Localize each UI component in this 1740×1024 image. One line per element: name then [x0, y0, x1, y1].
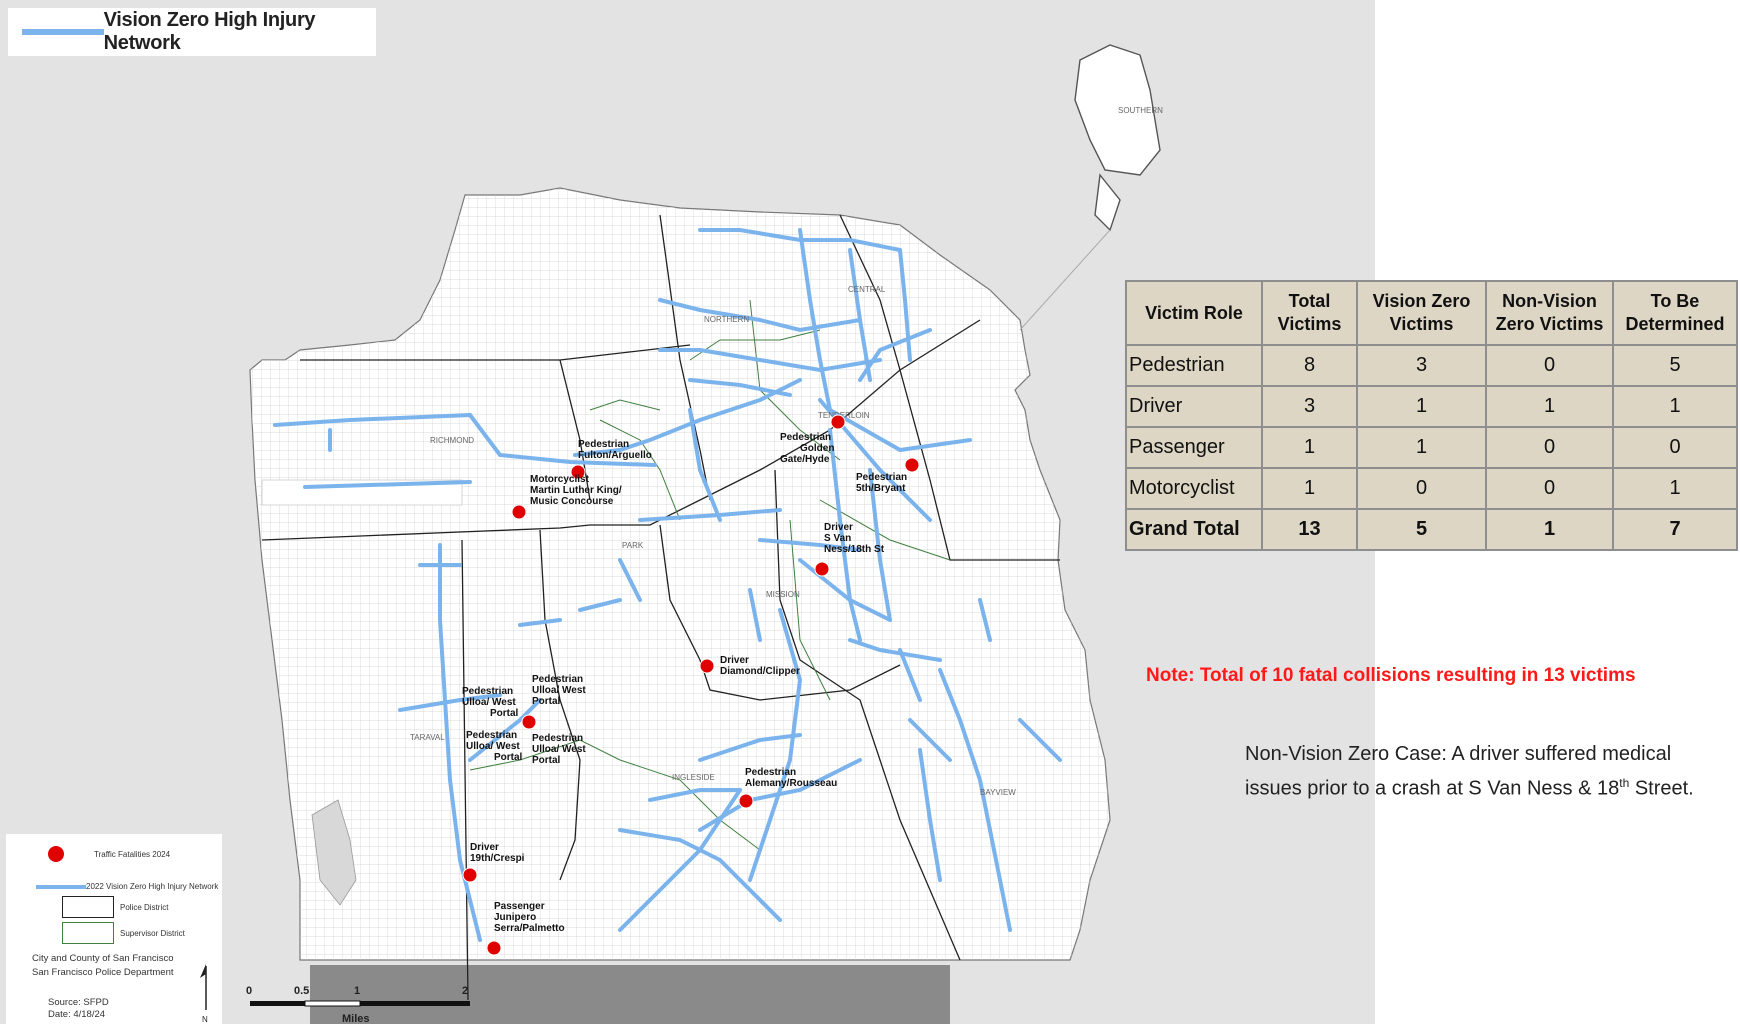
fatality-dot[interactable] [738, 793, 754, 809]
fatality-dot[interactable] [699, 658, 715, 674]
fatality-label: Driver S Van Ness/18th St [824, 522, 885, 555]
network-line-icon [36, 884, 86, 889]
network-title-box: Vision Zero High Injury Network [8, 8, 376, 56]
supervisor-district-icon [62, 922, 114, 944]
fatality-label: Pedestrian Ulloa/ West Portal [466, 730, 523, 763]
legend-fatalities: Traffic Fatalities 2024 [6, 846, 170, 862]
fatality-label: Motorcyclist Martin Luther King/ Music C… [530, 474, 624, 507]
svg-text:BAYVIEW: BAYVIEW [980, 788, 1016, 797]
svg-text:CENTRAL: CENTRAL [848, 285, 886, 294]
fatality-label: Pedestrian Alemany/Rousseau [745, 767, 837, 789]
fatality-label: Pedestrian 5th/Bryant [856, 472, 910, 494]
fatality-dot[interactable] [521, 714, 537, 730]
svg-text:TENDERLOIN: TENDERLOIN [818, 411, 870, 420]
table-total-row: Grand Total 13 5 1 7 [1125, 508, 1738, 551]
table-row: Motorcyclist 1 0 0 1 [1125, 467, 1738, 510]
fatality-label: Pedestrian Ulloa/ West Portal [462, 686, 519, 719]
north-arrow-icon: N [200, 964, 208, 1024]
police-district-icon [62, 896, 114, 918]
fatality-label: Pedestrian Ulloa/ West Portal [532, 733, 589, 766]
legend-network: 2022 Vision Zero High Injury Network [6, 882, 218, 891]
th-victim-role: Victim Role [1125, 280, 1263, 346]
collision-note: Note: Total of 10 fatal collisions resul… [1146, 665, 1636, 686]
svg-text:INGLESIDE: INGLESIDE [672, 773, 715, 782]
fatality-dot[interactable] [904, 457, 920, 473]
district-labels: RICHMOND NORTHERN CENTRAL SOUTHERN PARK … [410, 106, 1163, 797]
svg-text:MISSION: MISSION [766, 590, 800, 599]
legend-date: Date: 4/18/24 [48, 1009, 106, 1020]
legend-source: Source: SFPD [48, 997, 109, 1008]
table-row: Pedestrian 8 3 0 5 [1125, 344, 1738, 387]
fatality-label: Pedestrian Ulloa/ West Portal [532, 674, 589, 707]
svg-text:SOUTHERN: SOUTHERN [1118, 106, 1163, 115]
fatality-dot[interactable] [570, 464, 586, 480]
fatality-dot[interactable] [462, 867, 478, 883]
table-row: Passenger 1 1 0 0 [1125, 426, 1738, 469]
fatality-dot-icon [48, 846, 64, 862]
map-legend: Traffic Fatalities 2024 2022 Vision Zero… [6, 834, 222, 1024]
fatality-dot[interactable] [814, 561, 830, 577]
scale-ruler [250, 1000, 470, 1007]
table-row: Driver 3 1 1 1 [1125, 385, 1738, 428]
legend-org-2: San Francisco Police Department [32, 967, 174, 978]
supervisor-district-boundaries [469, 299, 951, 851]
network-title: Vision Zero High Injury Network [103, 9, 316, 54]
fatality-markers: Pedestrian Fulton/Arguello Motorcyclist … [462, 414, 920, 956]
svg-text:PARK: PARK [622, 541, 644, 550]
treasure-island [1074, 44, 1161, 232]
legend-org-1: City and County of San Francisco [32, 953, 174, 964]
fatality-label: Pedestrian Golden Gate/Hyde [780, 432, 837, 465]
fatality-label: Passenger Junipero Serra/Palmetto [494, 901, 565, 934]
police-district-boundaries [261, 214, 1060, 1001]
non-vz-case-note: Non-Vision Zero Case: A driver suffered … [1245, 743, 1694, 800]
svg-text:RICHMOND: RICHMOND [430, 436, 474, 445]
city-map[interactable]: RICHMOND NORTHERN CENTRAL SOUTHERN PARK … [0, 0, 1375, 1024]
fatality-dot[interactable] [486, 940, 502, 956]
svg-text:TARAVAL: TARAVAL [410, 733, 445, 742]
county-line-strip [310, 965, 950, 1024]
legend-supervisor: Supervisor District [6, 922, 185, 944]
fatality-label: Pedestrian Fulton/Arguello [578, 439, 652, 461]
fatality-label: Driver 19th/Crespi [470, 842, 525, 864]
legend-police: Police District [6, 896, 168, 918]
svg-text:NORTHERN: NORTHERN [704, 315, 749, 324]
fatality-dot[interactable] [511, 504, 527, 520]
fatality-dot[interactable] [830, 414, 846, 430]
fatality-label: Driver Diamond/Clipper [720, 655, 800, 677]
network-swatch [22, 29, 104, 35]
svg-text:N: N [202, 1015, 208, 1024]
